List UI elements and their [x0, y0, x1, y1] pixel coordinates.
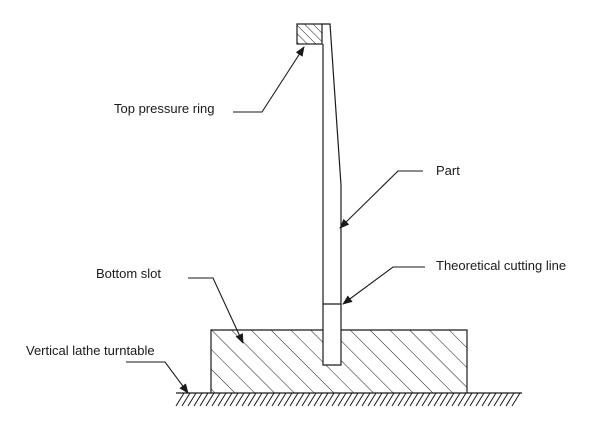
part-shape [322, 23, 342, 366]
ground-hatch-line [361, 392, 371, 407]
ground-hatch-line [427, 392, 437, 407]
ground-hatch-line [421, 392, 431, 407]
ground-hatch-line [223, 392, 233, 407]
ground-hatch-line [469, 392, 479, 407]
ground-hatch-line [397, 392, 407, 407]
ground-hatch-line [385, 392, 395, 407]
ground-hatch-line [475, 392, 485, 407]
ground-hatch-line [463, 392, 473, 407]
ground-hatch-line [247, 392, 257, 407]
ground-hatch-line [511, 392, 521, 407]
label-part: Part [436, 163, 460, 178]
label-theoretical-cutting-line: Theoretical cutting line [436, 258, 566, 273]
ground-hatch-line [403, 392, 413, 407]
ground-hatch-line [319, 392, 329, 407]
ground-hatch-line [289, 392, 299, 407]
ground-hatch-line [259, 392, 269, 407]
ground-hatch-line [235, 392, 245, 407]
ground-hatch-line [391, 392, 401, 407]
ground-hatch-line [325, 392, 335, 407]
label-bottom-slot: Bottom slot [96, 266, 161, 281]
ground-hatch-line [451, 392, 461, 407]
ground-hatch-line [337, 392, 347, 407]
ground-hatch-line [493, 392, 503, 407]
ground-hatch-line [415, 392, 425, 407]
ground-hatch-line [457, 392, 467, 407]
ground-hatch-line [211, 392, 221, 407]
leader-part: Part [339, 163, 460, 229]
ground-hatch-line [379, 392, 389, 407]
ground-hatch-line [367, 392, 377, 407]
ground-hatch-line [283, 392, 293, 407]
ground-hatch-line [499, 392, 509, 407]
label-vertical-lathe-turntable: Vertical lathe turntable [26, 343, 155, 358]
ground-hatch-line [265, 392, 275, 407]
ground-hatch-line [253, 392, 263, 407]
ground-hatch-line [199, 392, 209, 407]
ground-hatch-line [187, 392, 197, 407]
ground-hatch-line [349, 392, 359, 407]
label-top-pressure-ring: Top pressure ring [114, 101, 214, 116]
ground-hatch-line [217, 392, 227, 407]
leader-vertical-lathe-turntable: Vertical lathe turntable [26, 343, 189, 394]
ground-hatch-line [229, 392, 239, 407]
ground-hatch-line [505, 392, 515, 407]
ground-hatch-line [241, 392, 251, 407]
ground-hatch-line [295, 392, 305, 407]
ground-hatch-line [271, 392, 281, 407]
ground-hatch-line [343, 392, 353, 407]
leader-top-pressure-ring: Top pressure ring [114, 46, 305, 116]
turntable-surface [175, 392, 522, 407]
ground-hatch-line [487, 392, 497, 407]
ground-hatch-line [277, 392, 287, 407]
ground-hatch-line [481, 392, 491, 407]
top-pressure-ring-shape [296, 23, 323, 45]
ground-hatch-line [175, 392, 185, 407]
leader-bottom-slot: Bottom slot [96, 266, 244, 344]
bottom-slot-block [210, 329, 468, 393]
ground-hatch-line [301, 392, 311, 407]
ground-hatch-line [355, 392, 365, 407]
leader-theoretical-cutting-line: Theoretical cutting line [342, 258, 566, 305]
ground-hatching [175, 392, 521, 407]
ground-hatch-line [373, 392, 383, 407]
ground-hatch-line [439, 392, 449, 407]
ground-hatch-line [193, 392, 203, 407]
ground-hatch-line [445, 392, 455, 407]
ground-hatch-line [409, 392, 419, 407]
ground-hatch-line [331, 392, 341, 407]
ground-hatch-line [433, 392, 443, 407]
ground-hatch-line [181, 392, 191, 407]
ground-hatch-line [313, 392, 323, 407]
ground-hatch-line [307, 392, 317, 407]
ground-hatch-line [205, 392, 215, 407]
